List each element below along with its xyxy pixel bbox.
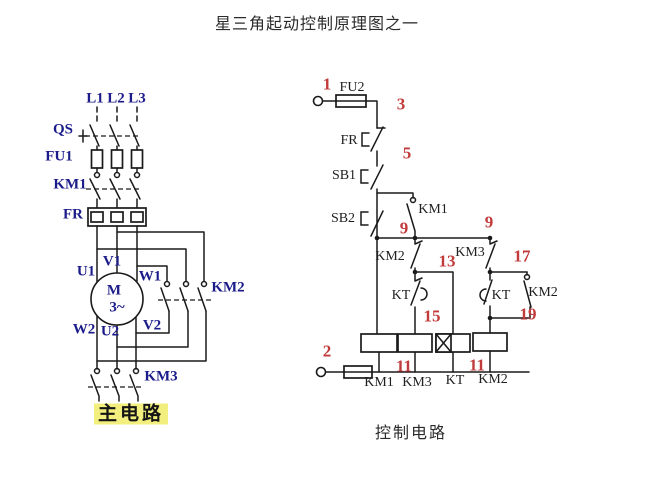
fuse-fu1-b [110,149,124,169]
label-km2-main: KM2 [211,279,245,296]
label-km2-no: KM2 [528,285,558,300]
fr-element [90,211,104,223]
sb1-stop-button [360,164,384,239]
phase-stubs [96,106,138,122]
km2-nc-interlock [410,237,423,273]
main-circuit-wiring [78,106,211,402]
label-w1: W1 [138,268,162,285]
node-number-19: 19 [519,304,537,324]
km2-contact-pivot [200,280,208,288]
label-km1-aux: KM1 [418,202,448,217]
node-number-9a: 9 [399,218,409,238]
label-u2: U2 [100,323,120,340]
km3-contact-blades [90,374,139,402]
label-l3: L3 [128,90,146,107]
km1-hold-pivot [409,196,417,204]
kt-nc-delayed-contact [410,271,428,373]
label-km3-main: KM3 [144,368,178,385]
km2-output-wires [96,310,207,362]
label-km1: KM1 [53,176,87,193]
terminal-1 [312,95,324,107]
label-coil-km3: KM3 [402,375,432,390]
fr-element [130,211,144,223]
label-kt-nc: KT [391,288,411,303]
km3-coil [397,333,433,353]
label-kt-no: KT [491,288,511,303]
caption-main-circuit: 主电路 [93,403,169,425]
label-coil-km1: KM1 [364,375,394,390]
label-v1: V1 [102,253,122,270]
label-fu2: FU2 [339,80,365,95]
label-v2: V2 [142,317,162,334]
node-number-11a: 11 [395,356,413,376]
km1-contact-pivot [133,171,141,179]
wire [96,167,138,173]
junction-dot [487,235,493,241]
fr-nc-contact [361,126,386,167]
label-sb1: SB1 [331,168,357,183]
node-number-9b: 9 [484,212,494,232]
label-km3-nc: KM3 [455,245,485,260]
km3-contact-pivot [132,367,140,375]
junction-dot [487,315,493,321]
kt-no-delayed-contact [479,271,493,334]
label-sb2: SB2 [330,211,356,226]
km2-contact-pivot [163,280,171,288]
control-circuit-wiring [312,94,532,379]
km1-contact-pivot [93,171,101,179]
wire [96,198,138,209]
km1-contact-pivot [113,171,121,179]
fuse-fu1-c [130,149,144,169]
km2-feed-wires [96,231,205,282]
label-l2: L2 [107,90,125,107]
sb2-start-button [360,210,384,237]
label-u1: U1 [76,263,96,280]
motor-circle [90,272,144,326]
node-number-2: 2 [322,341,332,361]
caption-control-circuit: 控制电路 [374,425,448,442]
fuse-fu1-a [90,149,104,169]
node-number-3: 3 [396,94,406,114]
label-motor-m: M [106,282,122,299]
fr-element [110,211,124,223]
label-motor-type: 3~ [109,299,125,316]
motor-bottom-wires [96,315,137,370]
kt-coil-wires [414,271,454,373]
node-number-17: 17 [513,246,531,266]
km1-coil-wires [376,237,380,373]
node-number-5: 5 [402,143,412,163]
label-w2: W2 [72,321,96,338]
km1-coil [360,333,398,353]
page-title: 星三角起动控制原理图之一 [214,16,420,33]
label-fr: FR [63,206,83,223]
node-number-13: 13 [438,251,456,271]
node-number-11b: 11 [468,355,486,375]
km3-contact-pivot [93,367,101,375]
label-l1: L1 [86,90,104,107]
km2-contact-pivot [182,280,190,288]
node-number-1: 1 [322,74,332,94]
label-fr-ctrl: FR [340,133,358,148]
km2-coil [472,332,508,352]
terminal-2 [315,366,327,378]
km2-no-seal-contact [489,271,532,319]
label-coil-kt: KT [445,373,465,388]
km3-nc-interlock [485,237,498,273]
label-coil-km2: KM2 [478,372,508,387]
wire [322,100,378,129]
label-qs: QS [52,121,74,138]
km1-hold-branch [376,192,416,239]
kt-coil-x [435,333,452,353]
km3-contact-pivot [113,367,121,375]
node-number-15: 15 [423,306,441,326]
km2-no-pivot [523,273,531,281]
label-km2-nc: KM2 [375,249,405,264]
label-fu1: FU1 [45,148,73,165]
